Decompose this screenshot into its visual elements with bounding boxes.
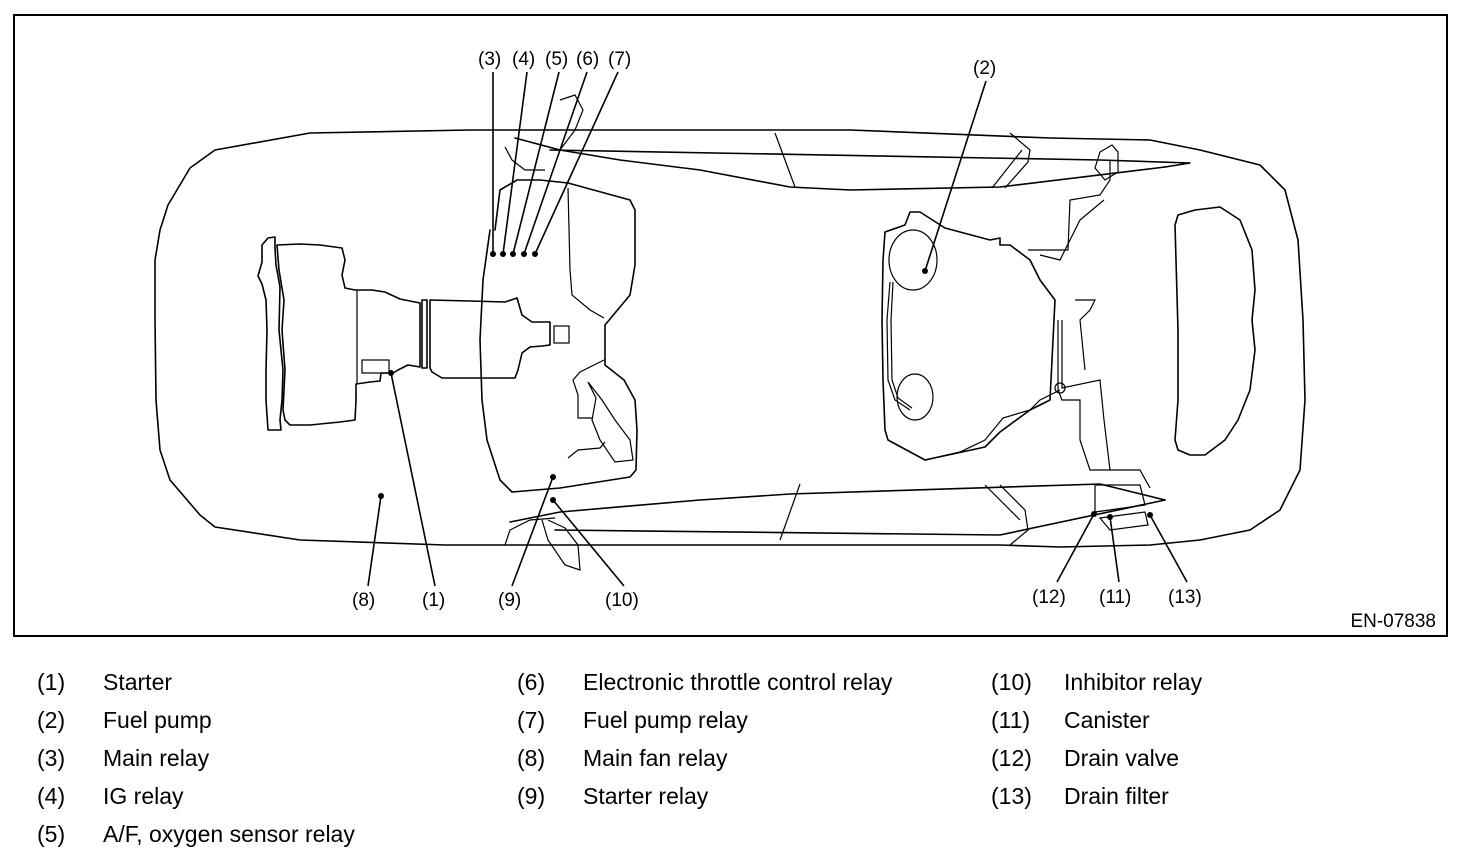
legend-label: Main fan relay bbox=[583, 744, 728, 771]
callout-3: (3) bbox=[478, 49, 502, 70]
callout-10: (10) bbox=[605, 590, 639, 611]
drain-filter-marker bbox=[1147, 512, 1153, 518]
legend-number: (6) bbox=[517, 669, 546, 696]
legend-item: (12) Drain valve bbox=[991, 740, 1202, 778]
callout-6: (6) bbox=[576, 49, 600, 70]
legend-number: (4) bbox=[37, 782, 66, 809]
legend-item: (13) Drain filter bbox=[991, 777, 1202, 815]
callout-9: (9) bbox=[498, 590, 522, 611]
figure-id-label: EN-07838 bbox=[1350, 611, 1436, 632]
legend-number: (8) bbox=[517, 744, 546, 771]
legend-number: (12) bbox=[991, 744, 1032, 771]
legend-item: (7) Fuel pump relay bbox=[517, 702, 892, 740]
legend-item: (5) A/F, oxygen sensor relay bbox=[37, 815, 355, 853]
callout-8: (8) bbox=[352, 590, 376, 611]
legend-label: Fuel pump relay bbox=[583, 707, 748, 734]
cabin-outline bbox=[479, 179, 638, 493]
drain-valve-marker bbox=[1091, 511, 1097, 517]
callout-1: (1) bbox=[422, 590, 446, 611]
legend-label: Electronic throttle control relay bbox=[583, 669, 893, 696]
legend-item: (1) Starter bbox=[37, 664, 355, 702]
legend-number: (2) bbox=[37, 707, 66, 734]
legend-label: Drain valve bbox=[1064, 744, 1180, 771]
legend-label: Canister bbox=[1064, 707, 1150, 734]
inhibitor-relay-marker bbox=[550, 497, 556, 503]
legend-number: (9) bbox=[517, 782, 546, 809]
legend-label: Starter relay bbox=[583, 782, 709, 809]
relay-7-marker bbox=[532, 251, 538, 257]
legend-label: Starter bbox=[103, 669, 173, 696]
legend-number: (13) bbox=[991, 782, 1032, 809]
starter-relay-marker bbox=[550, 474, 556, 480]
callout-12: (12) bbox=[1032, 587, 1066, 608]
engine-outline bbox=[257, 236, 284, 431]
callout-2: (2) bbox=[973, 58, 997, 79]
legend-item: (8) Main fan relay bbox=[517, 740, 892, 778]
legend-column-3: (10) Inhibitor relay (11) Canister (12) Dra… bbox=[991, 664, 1202, 815]
legend-label: A/F, oxygen sensor relay bbox=[103, 820, 355, 847]
figure-frame bbox=[13, 14, 1448, 637]
rear-window-outline bbox=[1174, 206, 1256, 456]
legend-number: (11) bbox=[991, 707, 1031, 734]
legend-label: Inhibitor relay bbox=[1064, 669, 1203, 696]
relay-4-marker bbox=[500, 251, 506, 257]
callout-13: (13) bbox=[1168, 587, 1202, 608]
legend-item: (2) Fuel pump bbox=[37, 702, 355, 740]
callout-4: (4) bbox=[512, 49, 536, 70]
relay-5-marker bbox=[510, 251, 516, 257]
fuel-pump-marker bbox=[922, 268, 928, 274]
callout-11: (11) bbox=[1099, 587, 1132, 608]
legend-item: (6) Electronic throttle control relay bbox=[517, 664, 892, 702]
callout-7: (7) bbox=[608, 49, 632, 70]
legend-label: Main relay bbox=[103, 744, 210, 771]
legend-item: (3) Main relay bbox=[37, 740, 355, 778]
legend-number: (3) bbox=[37, 744, 66, 771]
legend-item: (11) Canister bbox=[991, 702, 1202, 740]
starter-marker bbox=[388, 370, 394, 376]
legend-column-2: (6) Electronic throttle control relay (7)… bbox=[517, 664, 892, 815]
legend-number: (7) bbox=[517, 707, 546, 734]
main-fan-relay-marker bbox=[378, 493, 384, 499]
legend-number: (1) bbox=[37, 669, 66, 696]
legend-column-1: (1) Starter (2) Fuel pump (3) Main relay (4… bbox=[37, 664, 355, 853]
legend-number: (5) bbox=[37, 820, 66, 847]
legend-number: (10) bbox=[991, 669, 1032, 696]
legend-label: IG relay bbox=[103, 782, 184, 809]
legend-item: (9) Starter relay bbox=[517, 777, 892, 815]
canister-marker bbox=[1107, 514, 1113, 520]
legend-label: Drain filter bbox=[1064, 782, 1169, 809]
relay-3-marker bbox=[490, 251, 496, 257]
fuel-pump-ellipse bbox=[888, 229, 938, 291]
legend-label: Fuel pump bbox=[103, 707, 212, 734]
callout-5: (5) bbox=[545, 49, 569, 70]
relay-6-marker bbox=[521, 251, 527, 257]
car-body-outline bbox=[154, 129, 1306, 548]
legend-item: (4) IG relay bbox=[37, 777, 355, 815]
legend-item: (10) Inhibitor relay bbox=[991, 664, 1202, 702]
fuel-tank-outline bbox=[881, 211, 1056, 461]
